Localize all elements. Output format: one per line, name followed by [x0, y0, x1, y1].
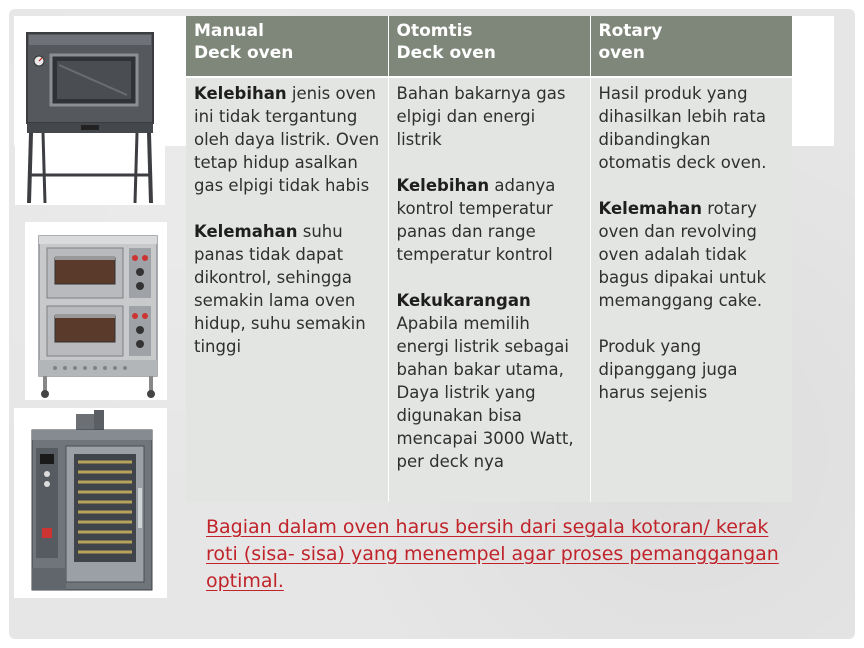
cell-automatic-deck-oven: Bahan bakarnya gas elpigi dan energi lis…	[388, 76, 591, 502]
header-line: Rotary	[598, 21, 663, 41]
automatic-deck-oven-photo	[25, 222, 167, 400]
gas-deck-oven-icon	[26, 32, 154, 204]
oven-comparison-table: Manual Deck oven Otomtis Deck oven Rotar…	[186, 16, 792, 502]
header-line: oven	[598, 43, 645, 63]
two-deck-stainless-oven-icon	[38, 235, 158, 398]
cell-paragraph: Kelebihan adanya kontrol temperatur pana…	[397, 174, 583, 266]
keyword-kelebihan: Kelebihan	[396, 176, 490, 195]
paragraph-text: adanya kontrol temperatur panas dan rang…	[396, 176, 556, 264]
header-automatic-deck-oven: Otomtis Deck oven	[388, 16, 591, 77]
manual-deck-oven-photo	[15, 25, 165, 205]
paragraph-text: Hasil produk yang dihasilkan lebih rata …	[598, 84, 767, 172]
cell-paragraph: Produk yang dipanggang juga harus sejeni…	[599, 335, 786, 404]
rotary-oven-photo	[14, 408, 167, 598]
header-line: Manual	[194, 21, 264, 41]
cell-paragraph: Bahan bakarnya gas elpigi dan energi lis…	[397, 82, 583, 151]
header-rotary-oven: Rotary oven	[590, 16, 792, 77]
cell-paragraph: Kelemahan rotary oven dan revolving oven…	[599, 197, 786, 312]
cell-paragraph: Hasil produk yang dihasilkan lebih rata …	[599, 82, 786, 174]
table-header-row: Manual Deck oven Otomtis Deck oven Rotar…	[186, 16, 792, 77]
table-row: Kelebihan jenis oven ini tidak tergantun…	[186, 76, 792, 502]
cell-rotary-oven: Hasil produk yang dihasilkan lebih rata …	[590, 76, 792, 502]
paragraph-text: Produk yang dipanggang juga harus sejeni…	[598, 337, 738, 402]
keyword-kelemahan: Kelemahan	[194, 222, 298, 241]
header-line: Deck oven	[194, 43, 294, 63]
keyword-kelebihan: Kelebihan	[194, 84, 287, 103]
cell-paragraph: Kelemahan suhu panas tidak dapat dikontr…	[194, 220, 381, 358]
cleaning-note-link[interactable]: Bagian dalam oven harus bersih dari sega…	[206, 516, 779, 592]
cell-paragraph: Kelebihan jenis oven ini tidak tergantun…	[194, 82, 381, 197]
header-line: Otomtis	[396, 21, 473, 41]
paragraph-text: Apabila memilih energi listrik sebagai b…	[396, 314, 574, 471]
paragraph-text: suhu panas tidak dapat dikontrol, sehing…	[194, 222, 366, 356]
rotary-rack-oven-icon	[31, 410, 153, 591]
keyword-kekurangan: Kekukarangan	[396, 291, 531, 310]
paragraph-text: rotary oven dan revolving oven adalah ti…	[598, 199, 767, 310]
keyword-kelemahan: Kelemahan	[598, 199, 703, 218]
paragraph-text: jenis oven ini tidak tergantung oleh day…	[194, 84, 380, 195]
header-manual-deck-oven: Manual Deck oven	[186, 16, 389, 77]
cell-manual-deck-oven: Kelebihan jenis oven ini tidak tergantun…	[186, 76, 389, 502]
paragraph-text: Bahan bakarnya gas elpigi dan energi lis…	[396, 84, 566, 149]
header-line: Deck oven	[396, 43, 496, 63]
